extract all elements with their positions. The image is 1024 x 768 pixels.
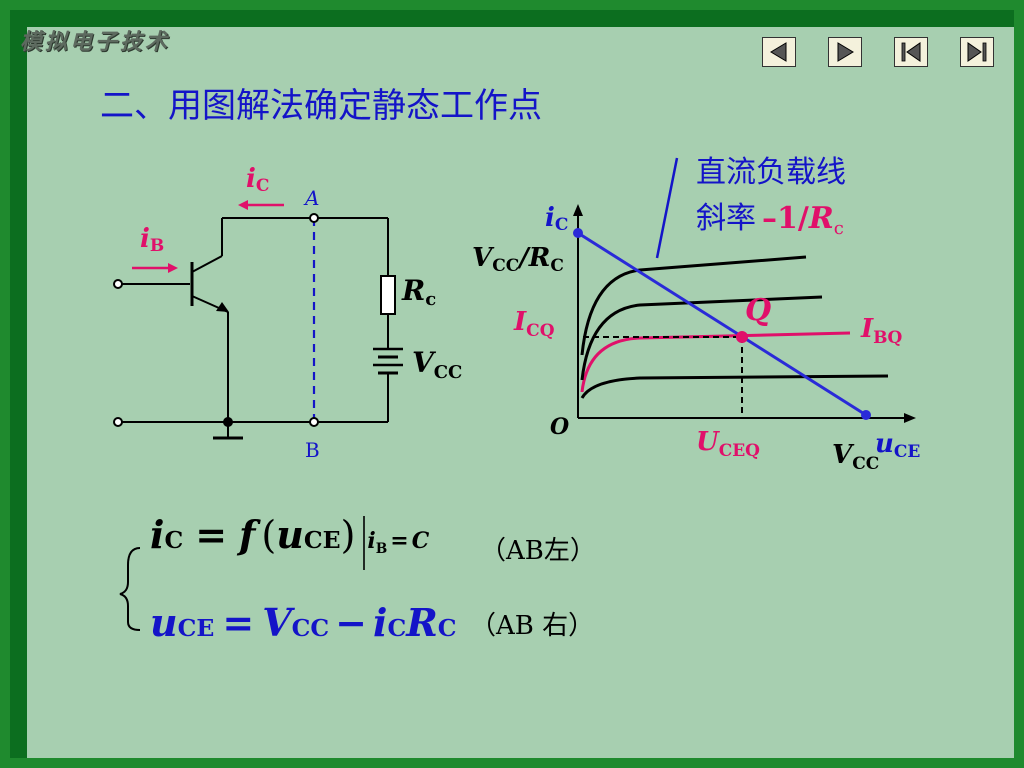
page-title: 二、用图解法确定静态工作点 bbox=[100, 86, 542, 126]
last-button[interactable] bbox=[960, 37, 994, 67]
triangle-right-icon bbox=[837, 42, 854, 62]
slide bbox=[27, 27, 1014, 758]
equation-2-note: （AB 右） bbox=[470, 611, 595, 641]
triangle-left-icon bbox=[770, 42, 787, 62]
skip-last-icon bbox=[967, 42, 987, 62]
brand-logo: 模拟电子技术 bbox=[20, 29, 171, 55]
skip-first-icon bbox=[901, 42, 921, 62]
prev-button[interactable] bbox=[762, 37, 796, 67]
next-button[interactable] bbox=[828, 37, 862, 67]
equation-1-note: （AB左） bbox=[480, 536, 596, 566]
first-button[interactable] bbox=[894, 37, 928, 67]
